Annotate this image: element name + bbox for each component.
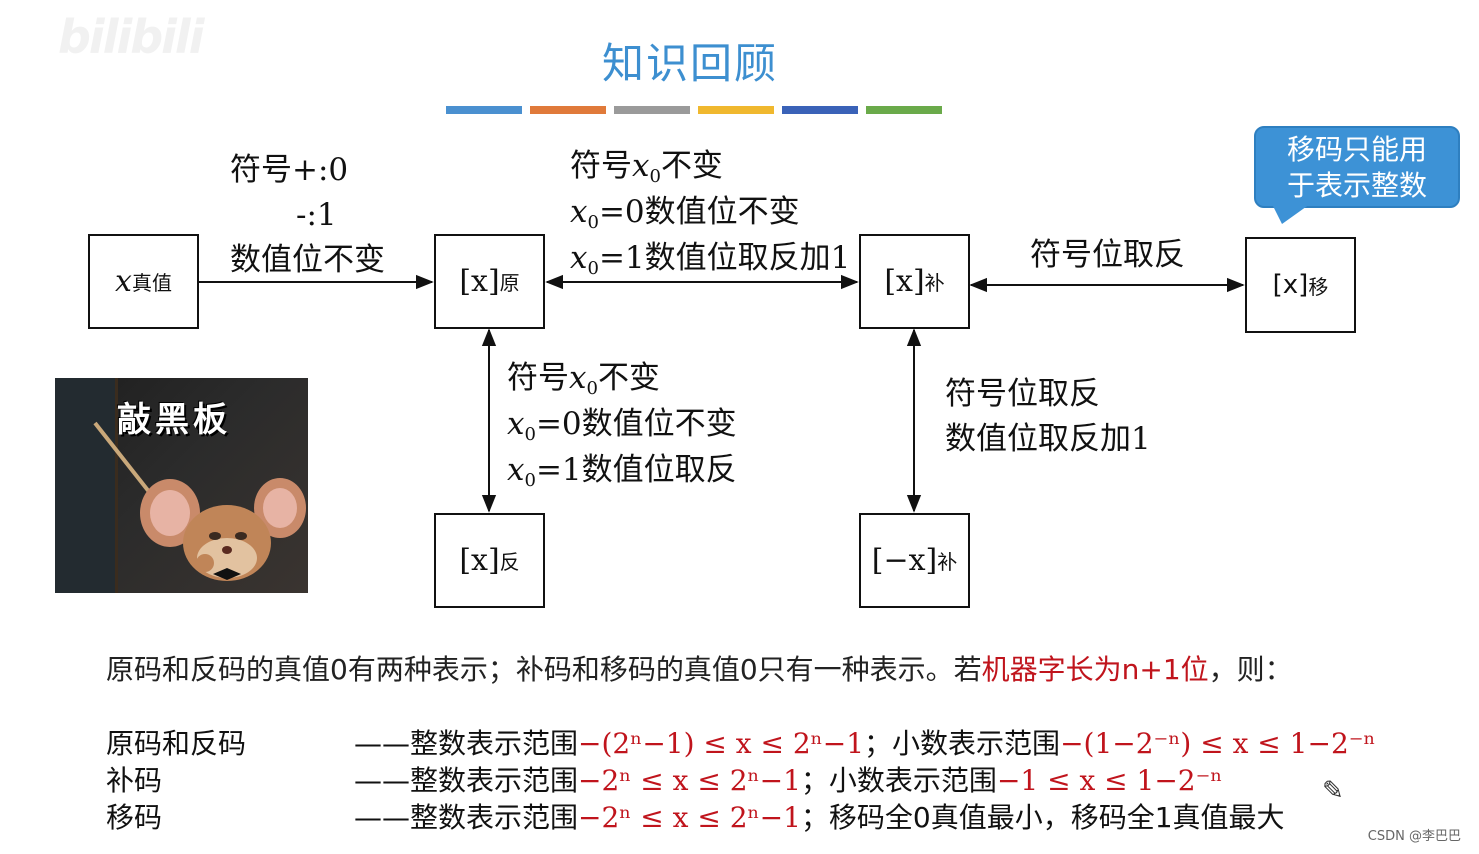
title-color-bar	[446, 106, 942, 114]
label-line: -:1	[296, 196, 337, 233]
color-bar-segment	[866, 106, 942, 114]
label-bu-yi: 符号位取反	[1030, 237, 1185, 273]
label-line: 数值位不变	[230, 241, 385, 278]
box-main-text: x	[115, 264, 132, 299]
blackboard	[55, 378, 118, 593]
range-dash: ——整数表示范围	[354, 764, 579, 797]
box-main-text: [x]	[1272, 270, 1309, 300]
color-bar-segment	[446, 106, 522, 114]
callout-line: 移码只能用	[1286, 133, 1427, 166]
range-row: 补码 ——整数表示范围−2ⁿ ≤ x ≤ 2ⁿ−1；小数表示范围−1 ≤ x ≤ …	[106, 759, 1223, 799]
label-line: 数值位取反加1	[945, 420, 1151, 457]
label-line: x0=0数值位不变	[507, 406, 737, 446]
range-name: 原码和反码	[106, 727, 247, 760]
range-dash: ——整数表示范围	[354, 801, 579, 834]
csdn-credit: CSDN @李巴巴	[1367, 829, 1461, 844]
summary-line: 原码和反码的真值0有两种表示；补码和移码的真值0只有一种表示。若机器字长为n+1…	[106, 648, 1293, 688]
range-separator: ；小数表示范围	[800, 764, 997, 797]
meme-image: 敲黑板	[55, 378, 308, 593]
box-main-text: [−x]	[871, 543, 938, 578]
label-true-to-yuan: 符号+:0 -:1 数值位不变	[230, 148, 385, 283]
label-line: x0=1数值位取反	[507, 452, 737, 492]
label-bu-negbu: 符号位取反 数值位取反加1	[945, 372, 1151, 462]
range-formula-fraction: −1 ≤ x ≤ 1−2⁻ⁿ	[996, 764, 1223, 797]
range-separator: ；移码全0真值最小，移码全1真值最大	[800, 801, 1285, 834]
label-yuan-fan: 符号x0不变 x0=0数值位不变 x0=1数值位取反	[507, 356, 737, 494]
label-line: 符号x0不变	[570, 148, 723, 187]
label-line: 符号+:0	[230, 152, 349, 188]
range-row: 原码和反码 ——整数表示范围−(2ⁿ−1) ≤ x ≤ 2ⁿ−1；小数表示范围−(…	[106, 722, 1376, 762]
range-formula-integer: −(2ⁿ−1) ≤ x ≤ 2ⁿ−1	[578, 727, 865, 760]
range-formula-integer: −2ⁿ ≤ x ≤ 2ⁿ−1	[578, 764, 801, 797]
box-fan: [x]反	[434, 513, 545, 608]
range-name: 移码	[106, 801, 163, 834]
callout-line: 于表示整数	[1286, 169, 1427, 202]
range-separator: ；小数表示范围	[864, 727, 1061, 760]
box-main-text: [x]	[884, 264, 925, 299]
box-sub-text: 补	[924, 271, 945, 295]
label-yuan-bu: 符号x0不变 x0=0数值位不变 x0=1数值位取反加1	[570, 144, 850, 282]
box-bu: [x]补	[859, 234, 970, 329]
range-formula-integer: −2ⁿ ≤ x ≤ 2ⁿ−1	[578, 801, 801, 834]
summary-text: ，则：	[1208, 653, 1293, 686]
mouse-illustration	[93, 421, 306, 581]
box-yi: [x]移	[1245, 237, 1356, 333]
box-main-text: [x]	[459, 264, 500, 299]
summary-highlight: 机器字长为n+1位	[981, 653, 1209, 686]
color-bar-segment	[782, 106, 858, 114]
box-sub-text: 真值	[131, 271, 172, 295]
meme-caption: 敲黑板	[117, 400, 231, 440]
callout-tail	[1272, 204, 1310, 224]
box-main-text: [x]	[459, 543, 500, 578]
label-line: 符号x0不变	[507, 360, 660, 399]
color-bar-segment	[530, 106, 606, 114]
box-sub-text: 原	[499, 271, 520, 295]
color-bar-segment	[614, 106, 690, 114]
box-sub-text: 反	[499, 550, 520, 574]
label-line: x0=0数值位不变	[570, 194, 800, 234]
box-sub-text: 补	[937, 550, 958, 574]
label-line: 符号位取反	[945, 376, 1100, 412]
callout-bubble: 移码只能用 于表示整数	[1254, 126, 1460, 208]
color-bar-segment	[698, 106, 774, 114]
box-sub-text: 移	[1308, 274, 1329, 299]
range-formula-fraction: −(1−2⁻ⁿ) ≤ x ≤ 1−2⁻ⁿ	[1060, 727, 1376, 760]
bilibili-watermark: bilibili	[58, 10, 204, 64]
page-title: 知识回顾	[601, 39, 778, 88]
range-name: 补码	[106, 764, 163, 797]
pen-icon[interactable]: ✎	[1322, 776, 1344, 806]
box-yuan: [x]原	[434, 234, 545, 329]
range-dash: ——整数表示范围	[354, 727, 579, 760]
summary-text: 原码和反码的真值0有两种表示；补码和移码的真值0只有一种表示。若	[106, 653, 982, 686]
range-row: 移码 ——整数表示范围−2ⁿ ≤ x ≤ 2ⁿ−1；移码全0真值最小，移码全1真值…	[106, 796, 1285, 836]
box-neg-bu: [−x]补	[859, 513, 970, 608]
label-line: x0=1数值位取反加1	[570, 240, 851, 280]
